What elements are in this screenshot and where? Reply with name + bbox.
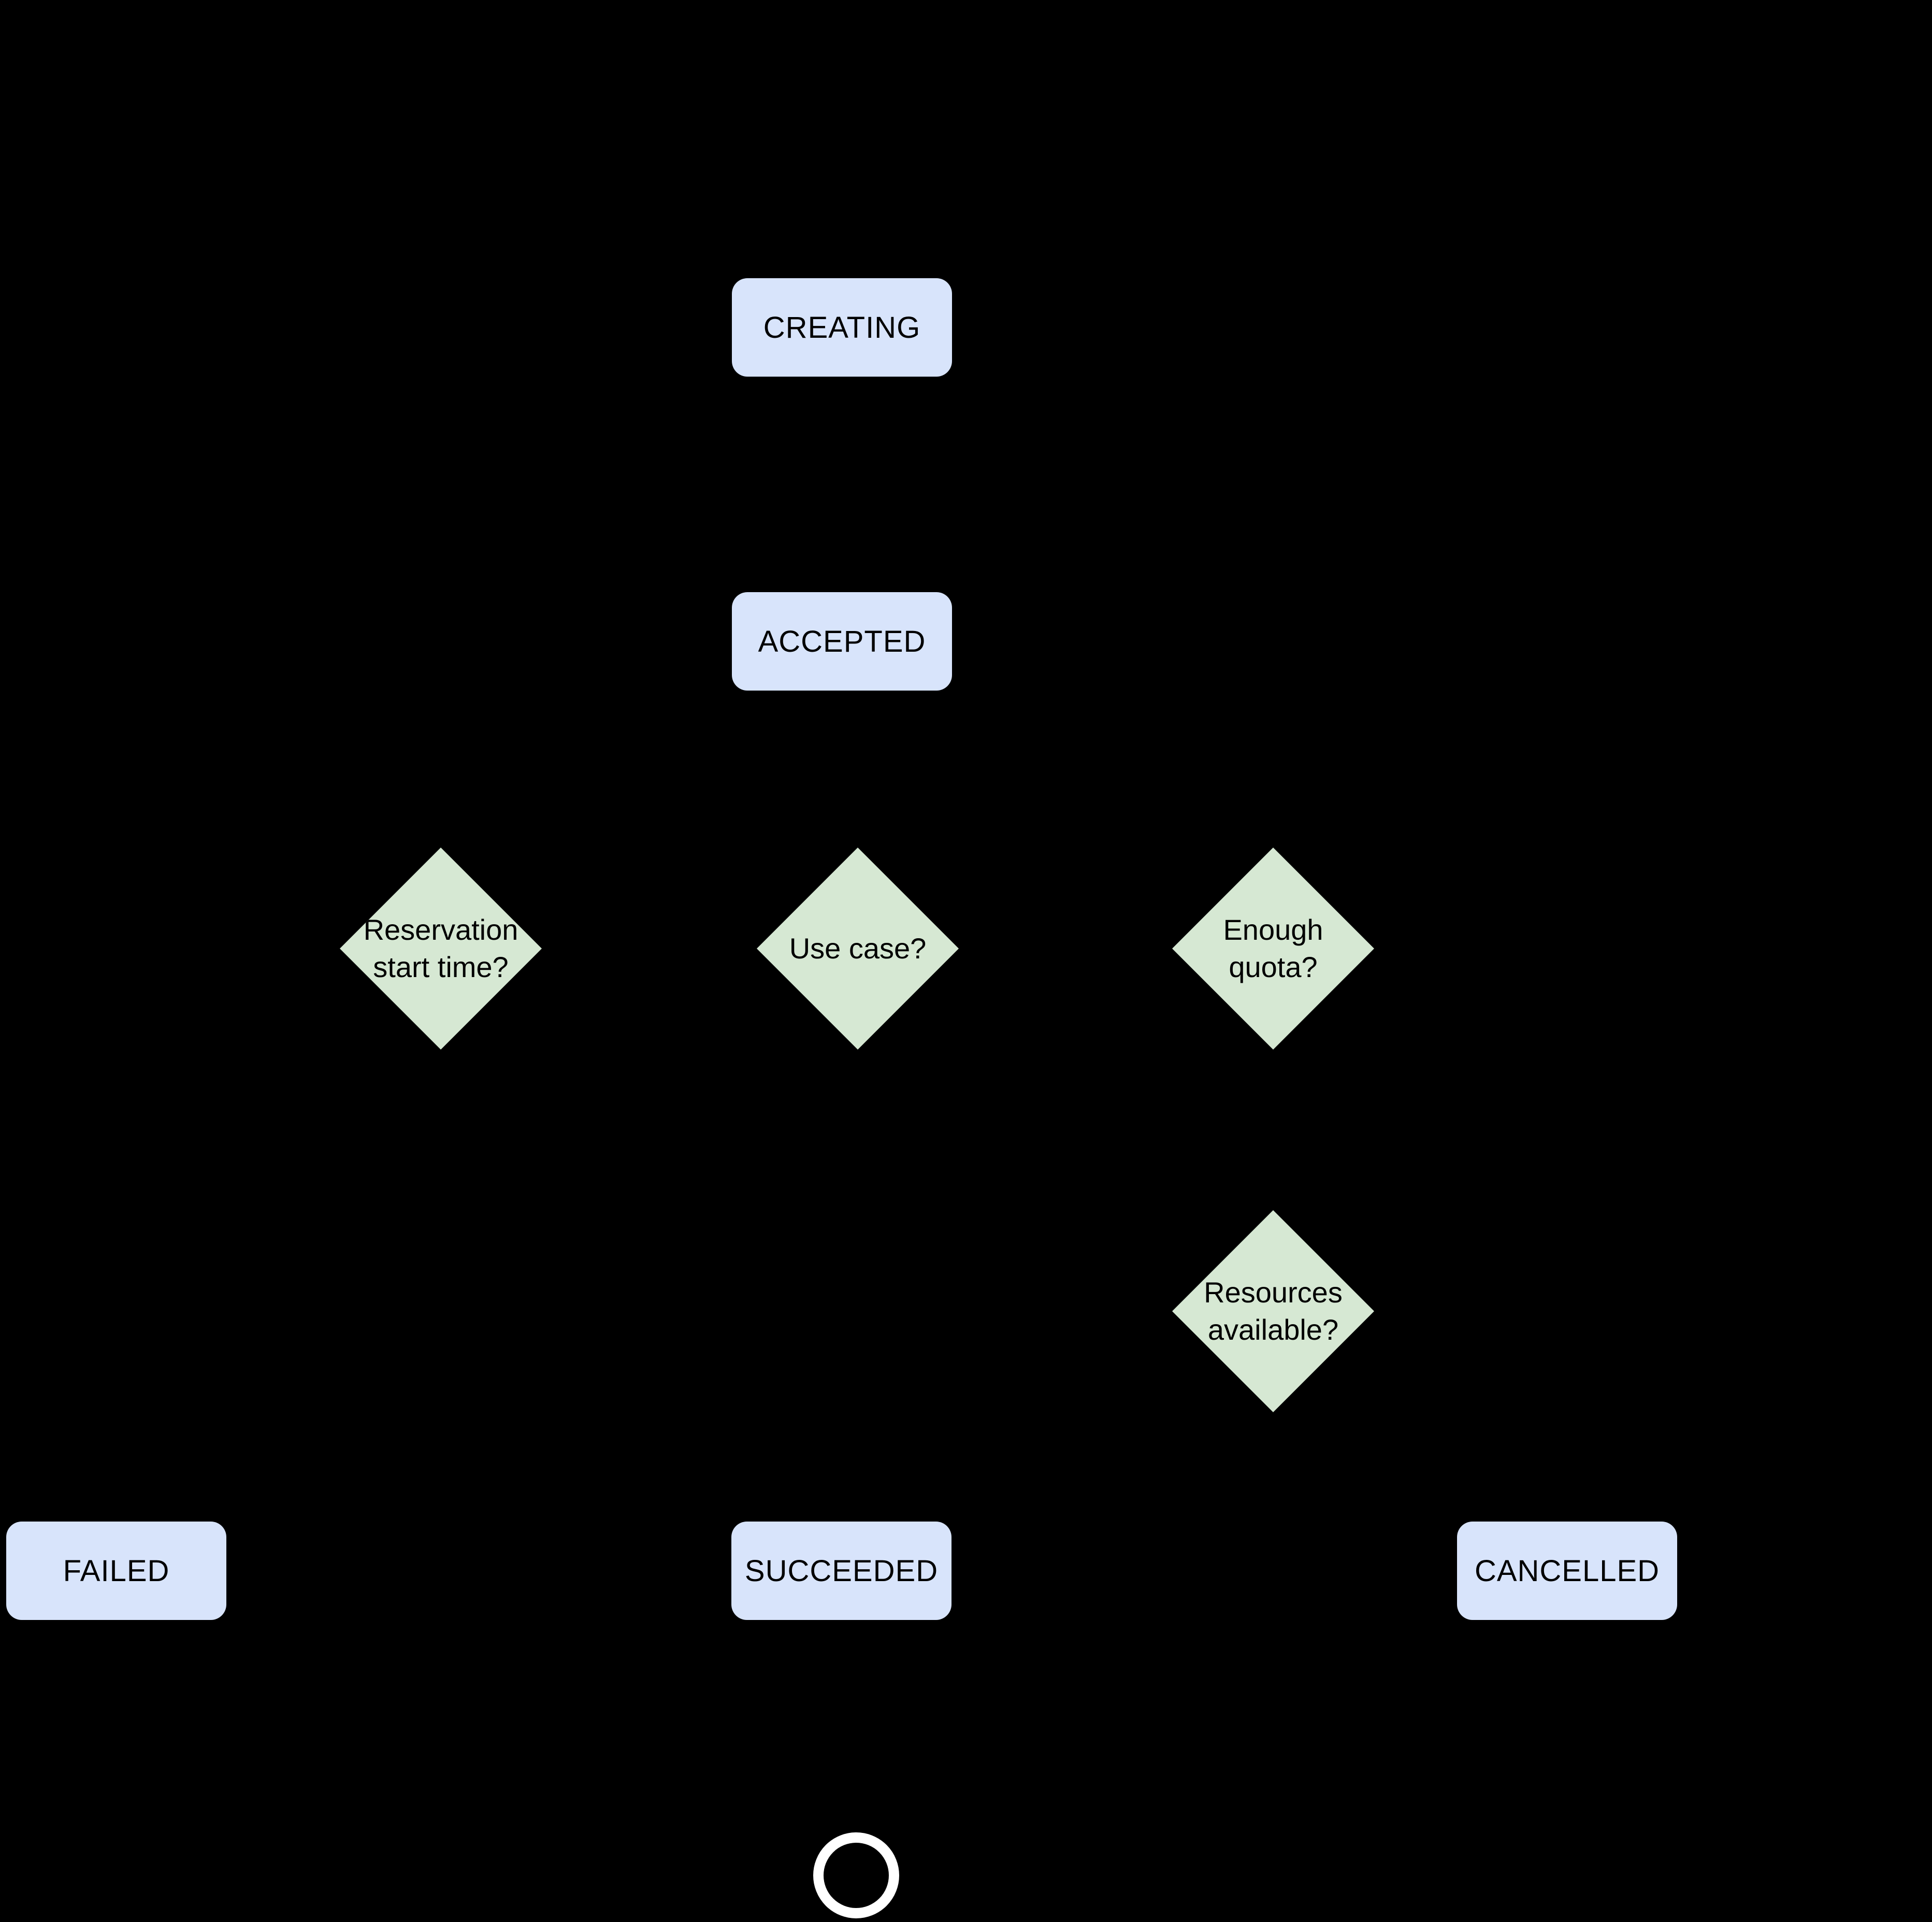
- decision-node-enough-quota: Enough quota?: [1172, 848, 1374, 1050]
- decision-label-line: start time?: [373, 951, 509, 983]
- state-label-creating: CREATING: [763, 310, 921, 345]
- state-label-succeeded: SUCCEEDED: [744, 1554, 939, 1588]
- decision-node-reservation-start-time: Reservation start time?: [340, 848, 542, 1050]
- decision-label-line: quota?: [1229, 951, 1318, 983]
- decision-label-line: available?: [1207, 1313, 1339, 1346]
- state-node-succeeded: SUCCEEDED: [731, 1522, 951, 1620]
- state-node-accepted: ACCEPTED: [732, 592, 952, 691]
- state-label-accepted: ACCEPTED: [758, 624, 926, 658]
- state-label-cancelled: CANCELLED: [1474, 1554, 1660, 1588]
- state-node-creating: CREATING: [732, 278, 952, 377]
- decision-node-resources-available: Resources available?: [1172, 1210, 1374, 1412]
- decision-label-line: Use case?: [789, 932, 927, 965]
- decision-label-line: Reservation: [363, 913, 518, 946]
- decision-node-use-case: Use case?: [757, 848, 959, 1050]
- end-state-circle: [813, 1832, 899, 1918]
- state-node-failed: FAILED: [6, 1522, 226, 1620]
- decision-label-line: Enough: [1223, 913, 1323, 946]
- state-label-failed: FAILED: [63, 1554, 170, 1588]
- decision-label-line: Resources: [1204, 1276, 1343, 1309]
- state-node-cancelled: CANCELLED: [1457, 1522, 1677, 1620]
